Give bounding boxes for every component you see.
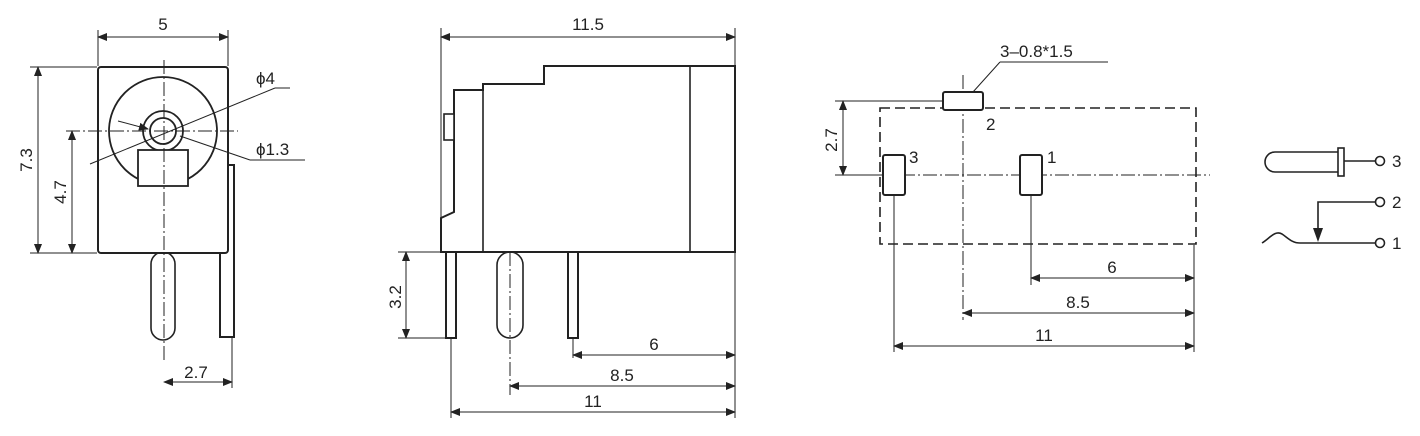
terminal-3-circle xyxy=(1374,155,1386,167)
footprint-dist-6-label: 6 xyxy=(1107,258,1116,277)
front-pin-spacing-label: 2.7 xyxy=(184,363,208,382)
front-width-label: 5 xyxy=(158,15,167,34)
pad-1-label: 1 xyxy=(1047,148,1056,167)
pad-3 xyxy=(882,154,906,196)
jack-contact-block xyxy=(137,149,189,187)
sleeve-contact xyxy=(1261,232,1375,244)
front-pin-center xyxy=(150,251,176,341)
side-pin-right xyxy=(567,251,579,339)
terminal-2-label: 2 xyxy=(1392,193,1401,212)
side-dist-6-label: 6 xyxy=(649,335,658,354)
switch-contact xyxy=(1317,201,1375,228)
terminal-2-circle xyxy=(1374,196,1386,208)
terminal-1-circle xyxy=(1374,237,1386,249)
side-dist-11-label: 11 xyxy=(584,392,602,411)
front-center-height-label: 4.7 xyxy=(51,180,70,204)
terminal-1-label: 1 xyxy=(1392,234,1401,253)
pad-offset-label: 2.7 xyxy=(822,128,841,152)
outer-diameter-label: ϕ4 xyxy=(256,69,275,88)
pad-spec-label: 3–0.8*1.5 xyxy=(1000,42,1073,61)
plug-body xyxy=(1264,151,1338,173)
inner-diameter-label: ϕ1.3 xyxy=(256,140,289,159)
side-pin-length-label: 3.2 xyxy=(386,285,405,309)
pad-2 xyxy=(942,91,984,111)
pad-2-label: 2 xyxy=(986,115,995,134)
side-tab xyxy=(443,113,455,141)
footprint-dist-8-5-label: 8.5 xyxy=(1066,293,1090,312)
side-view xyxy=(398,28,736,418)
plug-flange xyxy=(1337,147,1345,177)
schematic-symbol xyxy=(1261,147,1386,249)
footprint-dist-11-label: 11 xyxy=(1035,326,1053,345)
footprint-outline xyxy=(879,107,1197,245)
side-length-label: 11.5 xyxy=(572,15,604,34)
front-view xyxy=(30,30,305,388)
side-pin-left xyxy=(445,251,457,339)
pad-3-label: 3 xyxy=(909,148,918,167)
pcb-footprint xyxy=(835,61,1210,352)
terminal-3-label: 3 xyxy=(1392,152,1401,171)
side-dist-8-5-label: 8.5 xyxy=(610,366,634,385)
side-body xyxy=(440,65,736,253)
front-height-label: 7.3 xyxy=(17,148,36,172)
pad-1 xyxy=(1019,154,1043,196)
